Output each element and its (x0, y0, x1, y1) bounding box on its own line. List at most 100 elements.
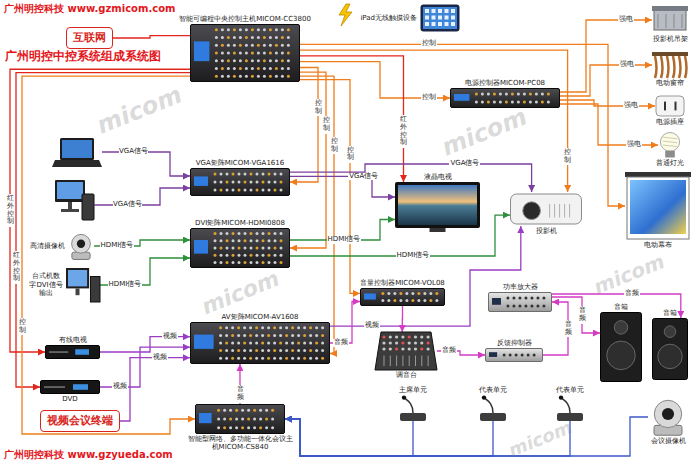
front-port (226, 173, 229, 176)
front-port (217, 426, 220, 429)
front-port (227, 59, 230, 62)
front-display (194, 335, 214, 349)
front-port (256, 173, 259, 176)
front-port (221, 28, 224, 31)
device-label: 反馈抑制器 (497, 339, 532, 347)
front-port (281, 36, 284, 39)
front-port (274, 261, 277, 264)
front-port (267, 357, 270, 360)
connector (300, 56, 404, 182)
front-port (223, 418, 226, 421)
front-port (533, 354, 536, 357)
device-body (451, 89, 560, 108)
front-port (239, 36, 242, 39)
device-label: 电源控制器MICOM-PC08 (465, 79, 545, 87)
watermark: micom (505, 416, 575, 461)
front-port (227, 52, 230, 55)
front-port (268, 261, 271, 264)
front-port (273, 342, 276, 345)
front-port (297, 349, 300, 352)
front-port (233, 75, 236, 78)
front-port (265, 426, 268, 429)
front-port (226, 189, 229, 192)
front-port (226, 232, 229, 235)
front-port (475, 101, 478, 104)
front-port (423, 292, 426, 295)
front-port (423, 299, 426, 302)
front-port (257, 75, 260, 78)
front-port (244, 247, 247, 250)
device-body (196, 405, 285, 434)
box-text: 视频会议终端 (47, 414, 113, 427)
front-display (194, 41, 209, 61)
mixer-knob (414, 347, 417, 350)
edge-label: 红外控制 (400, 115, 407, 148)
pc-tower (90, 277, 100, 303)
pc-monitor (66, 268, 89, 288)
diagram-title: 广州明控中控系统组成系统图 (5, 49, 161, 63)
front-port (273, 357, 276, 360)
connector (300, 80, 360, 294)
front-port (315, 349, 318, 352)
front-port (499, 93, 502, 96)
front-port (535, 93, 538, 96)
front-port (285, 349, 288, 352)
front-port (250, 181, 253, 184)
front-port (263, 59, 266, 62)
mixer-body (375, 332, 437, 370)
lift-rail (682, 14, 683, 28)
front-port (251, 44, 254, 47)
front-port (235, 409, 238, 412)
front-port (257, 67, 260, 70)
mixer-knob (408, 341, 411, 344)
front-port (219, 326, 222, 329)
projector-vent (569, 204, 570, 218)
projector-vent (549, 204, 550, 218)
speaker-tweeter (614, 321, 627, 334)
device-drawing (395, 182, 480, 232)
app-icon (432, 9, 436, 13)
edge-label: 音频 (333, 339, 349, 347)
front-port (215, 52, 218, 55)
front-port (281, 59, 284, 62)
mixer-fader (402, 356, 403, 366)
lamp-base (665, 151, 675, 158)
vga-wire (102, 152, 190, 176)
connector (300, 76, 334, 353)
device-drawing (488, 292, 552, 312)
front-port (221, 59, 224, 62)
front-port (273, 334, 276, 337)
app-icon (451, 16, 455, 20)
front-port (239, 44, 242, 47)
front-port (275, 75, 278, 78)
speaker-woofer (607, 341, 636, 370)
projector-vent (559, 204, 560, 218)
edge-label: 控制 (323, 116, 330, 133)
front-port (253, 418, 256, 421)
front-port (399, 299, 402, 302)
front-port (259, 426, 262, 429)
curtain-fold (673, 56, 675, 78)
front-port (529, 101, 532, 104)
front-port (221, 36, 224, 39)
front-port (321, 342, 324, 345)
front-port (271, 418, 274, 421)
front-port (280, 232, 283, 235)
mixer-knob (408, 335, 411, 338)
front-port (309, 357, 312, 360)
watermark: micom (198, 266, 283, 321)
device-drawing (195, 404, 285, 434)
front-port (269, 52, 272, 55)
front-port (221, 44, 224, 47)
mic-head (482, 395, 486, 399)
front-port (215, 28, 218, 31)
front-port (524, 305, 527, 308)
box-display (75, 349, 89, 355)
front-port (297, 334, 300, 337)
device-drawing (190, 168, 290, 196)
app-icon (445, 9, 449, 13)
front-port (315, 334, 318, 337)
front-port (250, 247, 253, 250)
app-icon (425, 16, 429, 20)
front-port (527, 354, 530, 357)
